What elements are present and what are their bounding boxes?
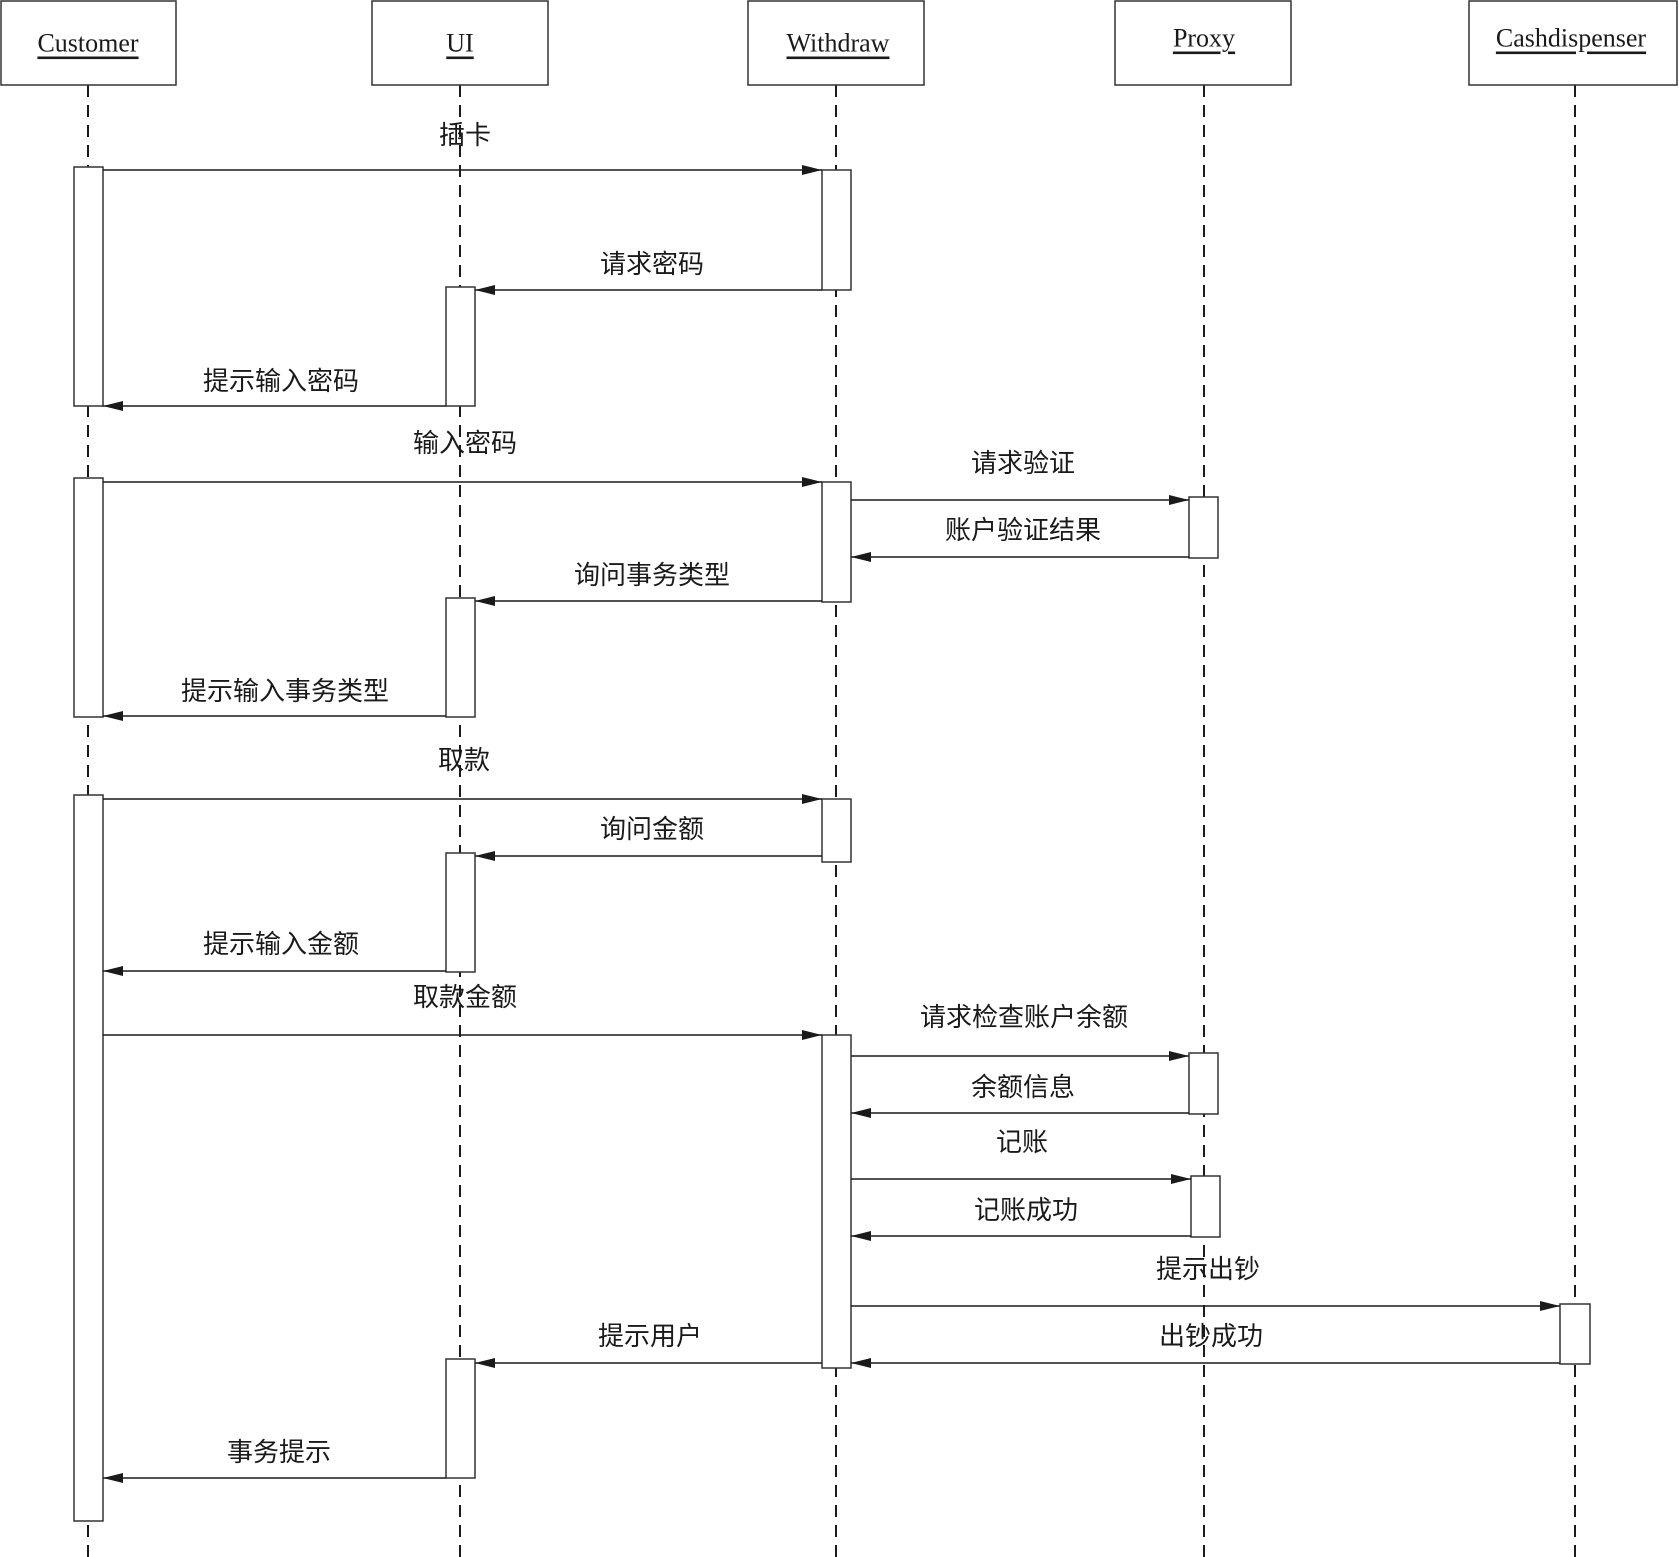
- participant-label: Proxy: [1173, 24, 1235, 53]
- participant-customer: Customer: [0, 0, 177, 86]
- message-label: 记账成功: [974, 1196, 1078, 1226]
- message-label: 取款: [438, 746, 490, 776]
- message-11: 提示输入金额: [103, 930, 446, 976]
- activation-customer-1: [73, 166, 104, 407]
- participant-withdraw: Withdraw: [747, 0, 925, 86]
- activation-proxy-1: [1188, 496, 1219, 559]
- activation-cashdispenser-1: [1559, 1303, 1591, 1365]
- activation-customer-2: [73, 477, 104, 718]
- participant-proxy: Proxy: [1114, 0, 1292, 86]
- activation-customer-3: [73, 794, 104, 1522]
- participant-box: [747, 0, 925, 86]
- message-20: 事务提示: [103, 1438, 446, 1483]
- message-9: 取款: [103, 746, 822, 804]
- message-label: 提示输入事务类型: [181, 677, 389, 707]
- message-1: 插卡: [103, 121, 822, 175]
- activation-bars: [73, 166, 1591, 1522]
- activation-withdraw-3: [821, 798, 852, 863]
- participant-ui: UI: [371, 0, 549, 86]
- message-18: 出钞成功: [851, 1322, 1560, 1368]
- message-12: 取款金额: [103, 983, 822, 1040]
- message-3: 提示输入密码: [103, 367, 446, 411]
- message-label: 事务提示: [227, 1438, 331, 1468]
- message-17: 提示出钞: [851, 1255, 1560, 1311]
- participant-box: [371, 0, 549, 86]
- message-label: 请求验证: [971, 449, 1075, 479]
- message-label: 请求密码: [600, 250, 704, 280]
- message-label: 提示用户: [598, 1322, 702, 1352]
- message-label: 询问事务类型: [574, 561, 730, 591]
- message-label: 提示出钞: [1156, 1255, 1260, 1285]
- participant-box: [1114, 0, 1292, 86]
- message-label: 出钞成功: [1159, 1322, 1263, 1352]
- message-14: 余额信息: [851, 1073, 1189, 1118]
- message-10: 询问金额: [475, 815, 822, 861]
- message-label: 账户验证结果: [945, 516, 1101, 546]
- message-2: 请求密码: [475, 250, 822, 295]
- message-16: 记账成功: [851, 1196, 1191, 1241]
- message-19: 提示用户: [475, 1322, 822, 1368]
- activation-proxy-2: [1188, 1052, 1219, 1115]
- activation-ui-1: [445, 286, 476, 407]
- message-label: 取款金额: [413, 983, 517, 1013]
- message-label: 请求检查账户余额: [920, 1003, 1128, 1033]
- activation-withdraw-2: [821, 481, 852, 603]
- message-label: 余额信息: [971, 1073, 1075, 1103]
- activation-proxy-3: [1190, 1175, 1221, 1238]
- participant-label: UI: [446, 29, 473, 58]
- message-label: 输入密码: [413, 429, 517, 459]
- message-13: 请求检查账户余额: [851, 1003, 1189, 1061]
- activation-ui-2: [445, 597, 476, 718]
- message-6: 账户验证结果: [851, 516, 1189, 562]
- message-label: 提示输入金额: [203, 930, 359, 960]
- message-5: 请求验证: [851, 449, 1189, 505]
- participant-label: Cashdispenser: [1496, 24, 1647, 53]
- message-label: 插卡: [439, 121, 491, 151]
- activation-withdraw-4: [821, 1034, 852, 1369]
- activation-ui-4: [445, 1358, 476, 1479]
- activation-ui-3: [445, 852, 476, 973]
- participant-cashdispenser: Cashdispenser: [1468, 0, 1678, 86]
- message-label: 提示输入密码: [203, 367, 359, 397]
- message-label: 询问金额: [600, 815, 704, 845]
- activation-withdraw-1: [821, 169, 852, 291]
- participant-label: Customer: [37, 29, 138, 58]
- message-8: 提示输入事务类型: [103, 677, 446, 721]
- message-label: 记账: [996, 1128, 1048, 1158]
- participant-label: Withdraw: [787, 29, 890, 58]
- message-7: 询问事务类型: [475, 561, 822, 606]
- participant-box: [1468, 0, 1678, 86]
- participant-box: [0, 0, 177, 86]
- message-15: 记账: [851, 1128, 1191, 1184]
- message-4: 输入密码: [103, 429, 822, 487]
